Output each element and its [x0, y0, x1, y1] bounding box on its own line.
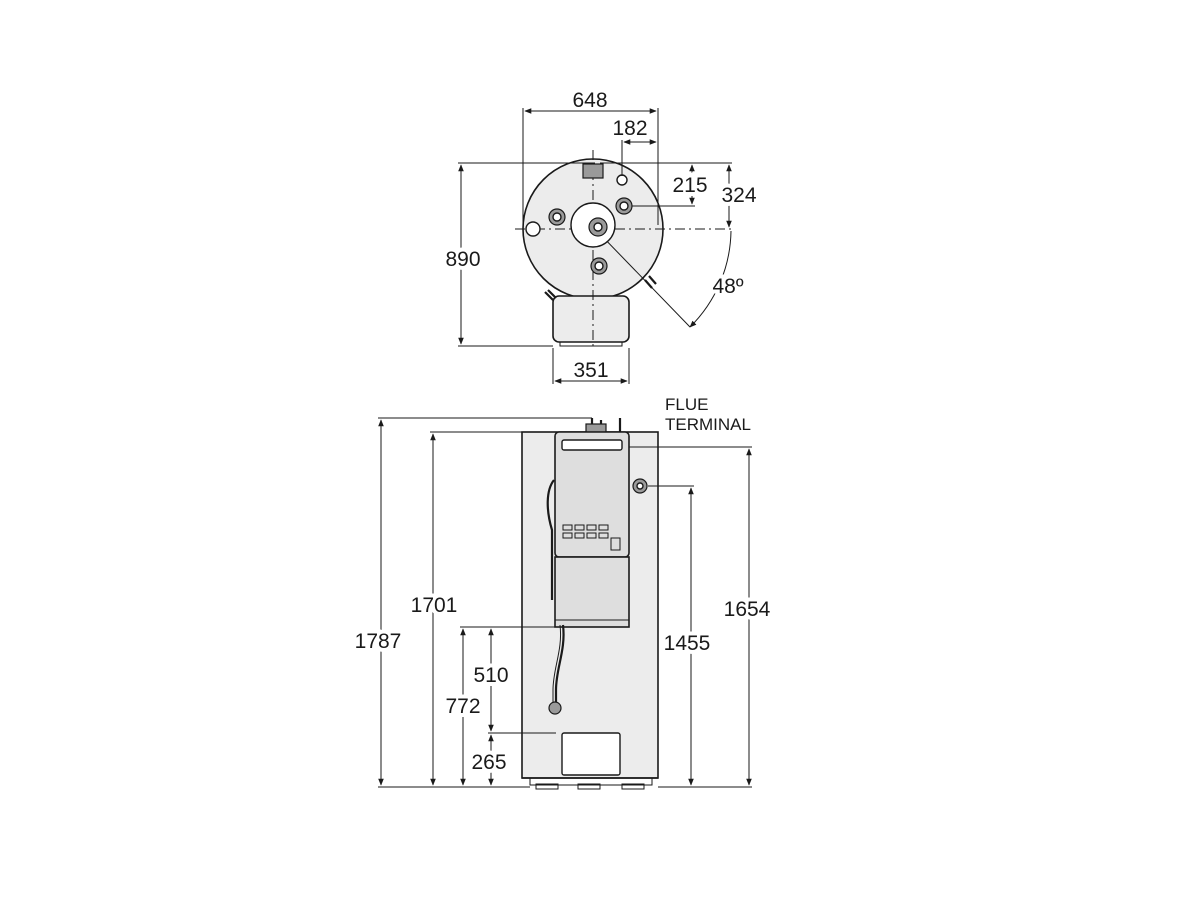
dim-label-1654: 1654 — [724, 598, 771, 621]
flex-hose — [554, 624, 565, 705]
dim-label-890: 890 — [445, 248, 480, 271]
front-view: FLUE TERMINAL 1787 1701 772 510 265 1455… — [351, 395, 775, 790]
access-panel — [561, 732, 621, 776]
valve-left — [544, 289, 557, 301]
hose-connection — [548, 701, 562, 715]
valve-right — [644, 275, 657, 289]
flue-box — [582, 163, 604, 179]
dim-label-1701: 1701 — [411, 594, 458, 617]
tank-base — [529, 777, 653, 786]
top-view: 648 182 890 215 324 48º 351 — [441, 89, 760, 385]
dim-label-324: 324 — [721, 184, 756, 207]
dim-label-510: 510 — [473, 664, 508, 687]
base-foot — [559, 341, 623, 347]
dim-arc-48 — [689, 230, 732, 328]
dim-label-215: 215 — [672, 174, 707, 197]
flue-terminal — [561, 439, 623, 451]
base-unit — [552, 295, 630, 343]
dim-label-351: 351 — [573, 359, 608, 382]
fitting-top-right — [616, 174, 628, 186]
dim-label-772: 772 — [445, 695, 480, 718]
dim-label-182: 182 — [612, 117, 647, 140]
dim-label-48: 48º — [712, 275, 743, 298]
side-pipe — [546, 479, 555, 600]
dim-label-648: 648 — [572, 89, 607, 112]
top-fitting-block — [585, 423, 607, 433]
heater-lower-box — [554, 556, 630, 628]
fitting-side — [525, 221, 541, 237]
dim-label-1787: 1787 — [355, 630, 402, 653]
heater-vents — [562, 524, 621, 551]
label-terminal: TERMINAL — [665, 415, 751, 434]
dim-label-265: 265 — [471, 751, 506, 774]
angle-line — [597, 231, 691, 328]
dim-label-1455: 1455 — [664, 632, 711, 655]
label-flue: FLUE — [665, 395, 708, 414]
